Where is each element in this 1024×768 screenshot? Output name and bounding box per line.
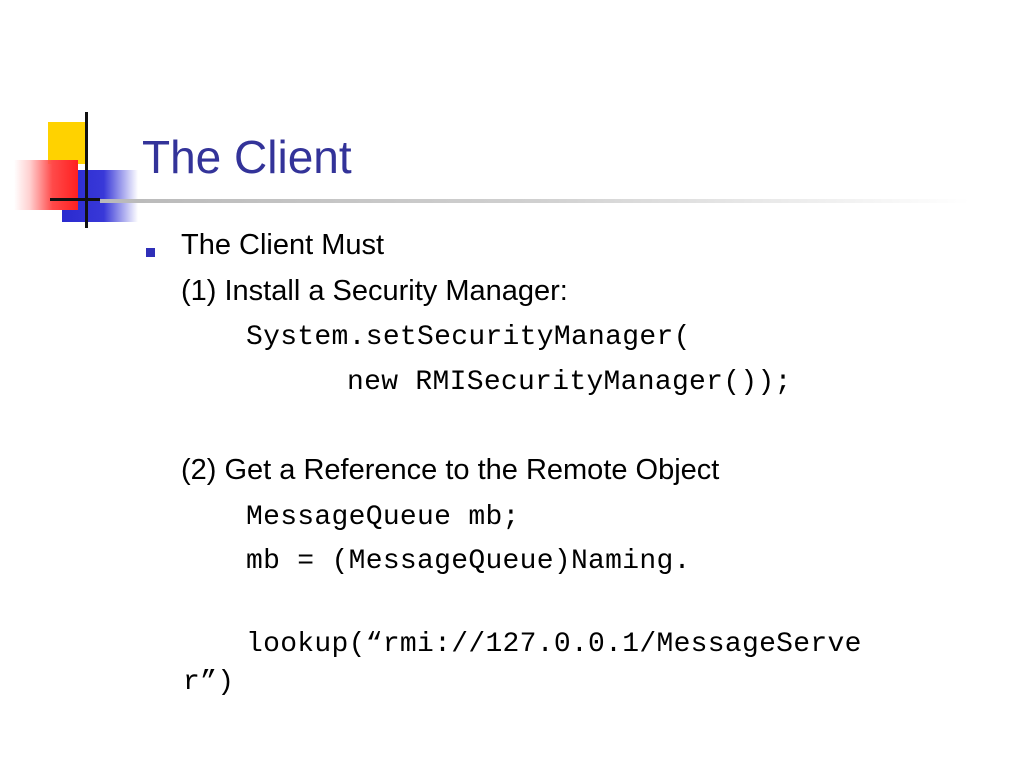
slide-title: The Client: [142, 131, 352, 183]
logo-vertical-line: [85, 112, 88, 228]
title-underline: [100, 199, 970, 203]
slide-logo-decoration: [0, 100, 150, 240]
step-2-text: (2) Get a Reference to the Remote Object: [181, 454, 720, 486]
logo-horizontal-line: [50, 198, 100, 201]
code-line: lookup(“rmi://127.0.0.1/MessageServe: [246, 629, 862, 660]
code-line: MessageQueue mb;: [246, 502, 520, 533]
bullet-heading: The Client Must: [181, 229, 385, 261]
code-line: r”): [183, 667, 235, 698]
logo-red-square: [14, 160, 78, 210]
step-1-text: (1) Install a Security Manager:: [181, 275, 568, 307]
code-line: System.setSecurityManager(: [246, 322, 691, 353]
logo-yellow-square: [48, 122, 88, 164]
code-line: mb = (MessageQueue)Naming.: [246, 546, 691, 577]
bullet-square-icon: [146, 248, 155, 257]
code-line: new RMISecurityManager());: [347, 367, 792, 398]
